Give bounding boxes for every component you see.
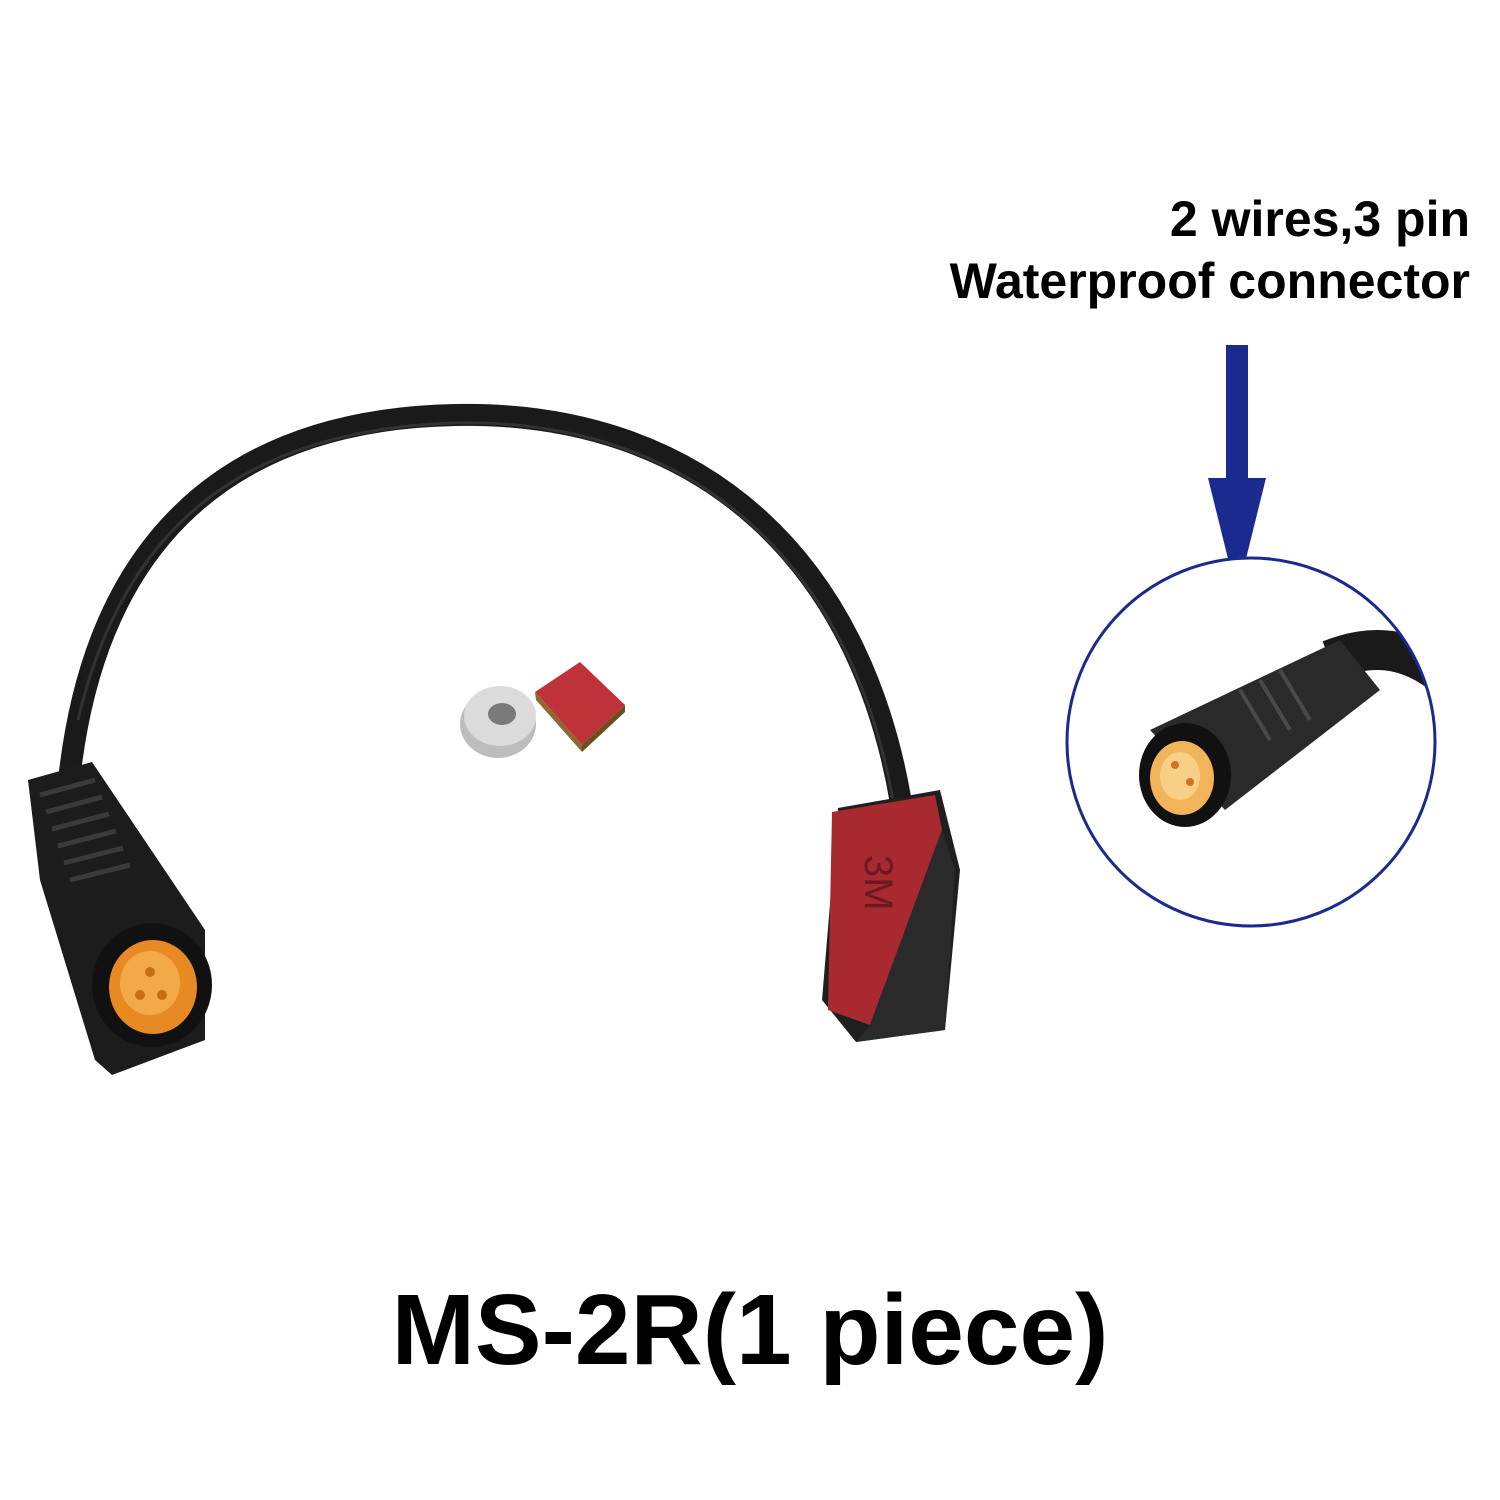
waterproof-connector [28, 762, 212, 1075]
callout-line-1: 2 wires,3 pin [1169, 191, 1470, 247]
down-arrow-icon [1208, 345, 1266, 595]
magnetic-sensor: 3M [822, 790, 960, 1042]
magnet-and-pad [460, 662, 625, 758]
callout-line-2: Waterproof connector [949, 253, 1470, 309]
connector-closeup-image [1065, 556, 1437, 928]
cable [59, 403, 916, 841]
svg-text:3M: 3M [856, 855, 900, 911]
connector-callout: 2 wires,3 pin Waterproof connector [950, 188, 1470, 312]
product-caption: MS-2R(1 piece) [391, 1274, 1109, 1386]
